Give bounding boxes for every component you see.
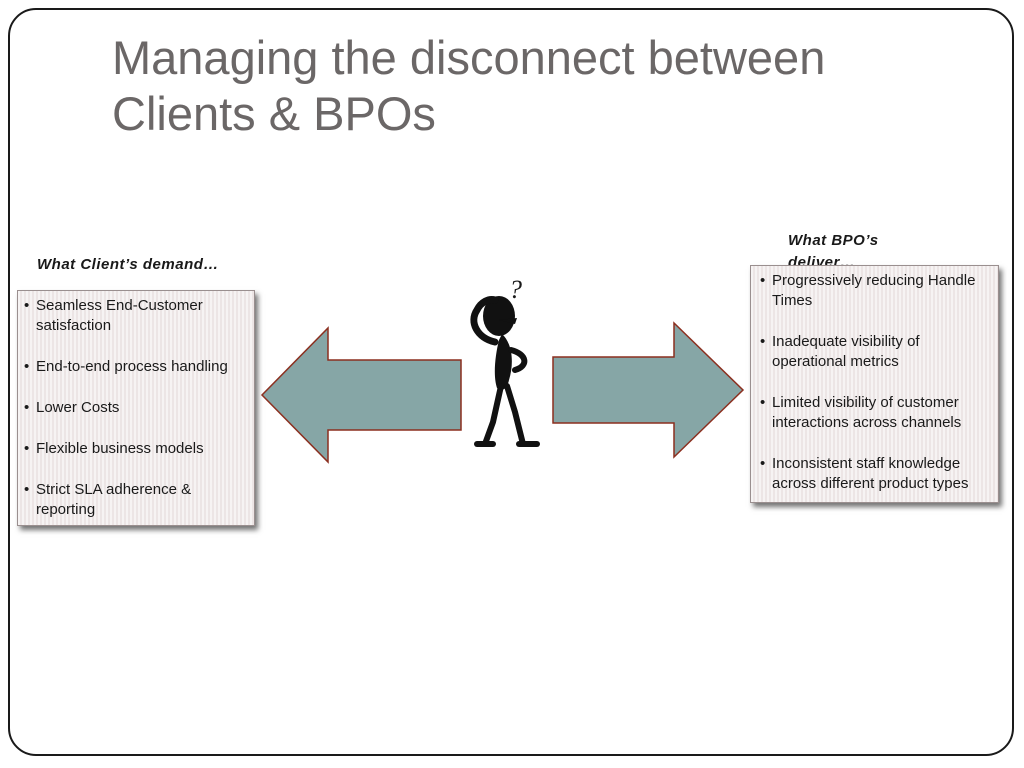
question-mark: ? — [509, 275, 522, 304]
client-demand-item: Flexible business models — [20, 439, 252, 459]
client-demand-item: Strict SLA adherence & reporting — [20, 480, 252, 520]
client-demand-caption: What Client’s demand… — [37, 256, 219, 273]
slide-title-line-2: Clients & BPOs — [112, 87, 436, 140]
bpo-deliver-item: Inconsistent staff knowledge across diff… — [756, 454, 992, 494]
client-demand-item: Lower Costs — [20, 398, 252, 418]
bpo-deliver-list: Progressively reducing Handle Times Inad… — [756, 271, 992, 515]
bpo-deliver-item: Progressively reducing Handle Times — [756, 271, 992, 311]
left-arrow-icon — [260, 326, 462, 464]
bpo-deliver-item: Inadequate visibility of operational met… — [756, 332, 992, 372]
slide-title-line-1: Managing the disconnect between — [112, 31, 826, 84]
client-demand-list: Seamless End-Customer satisfaction End-t… — [20, 296, 252, 541]
right-arrow-icon — [552, 321, 745, 459]
client-demand-item: Seamless End-Customer satisfaction — [20, 296, 252, 336]
slide-title: Managing the disconnect between Clients … — [112, 30, 932, 142]
bpo-deliver-item: Limited visibility of customer interacti… — [756, 393, 992, 433]
confused-stick-figure-icon: ? — [470, 275, 540, 447]
client-demand-item: End-to-end process handling — [20, 357, 252, 377]
